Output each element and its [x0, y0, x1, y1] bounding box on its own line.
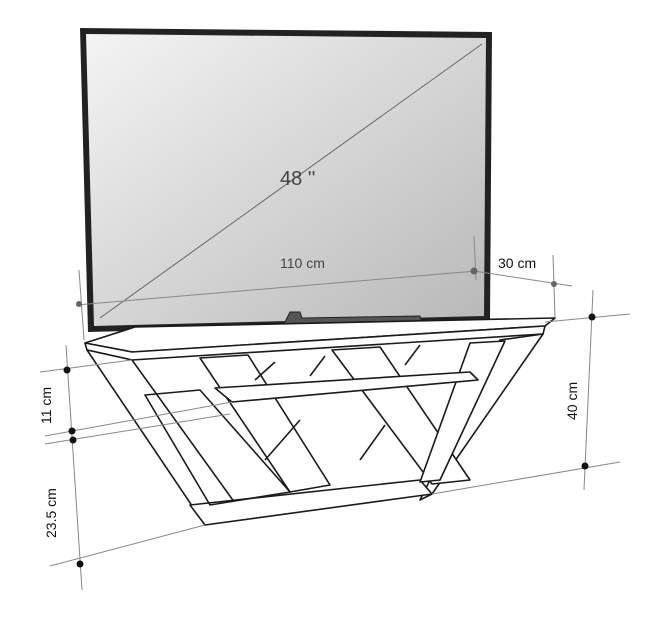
dimension-dot	[551, 281, 557, 287]
dimension-dot	[581, 462, 589, 470]
tv-screen	[86, 34, 486, 326]
shelf-extension-top	[39, 359, 133, 373]
unit-inner-line	[254, 361, 276, 381]
shelf-height-label: 11 cm	[38, 387, 54, 424]
screen-diagonal-line	[99, 43, 483, 319]
dimension-dot	[588, 313, 596, 321]
shelf-extension-mid	[44, 401, 233, 437]
dimension-dot	[470, 267, 478, 275]
unit-inner-line	[359, 424, 386, 461]
television	[80, 28, 492, 345]
unit-inner-line	[404, 344, 421, 366]
width-dimension-line	[75, 270, 477, 306]
unit-inner-line	[264, 419, 301, 461]
left-dimension-line	[65, 344, 83, 591]
dimension-dot	[76, 301, 82, 307]
dimension-dot	[68, 427, 76, 435]
screen-size-label: 48 ''	[280, 168, 315, 190]
height-extension-top	[544, 313, 631, 323]
dimension-dot	[63, 366, 71, 374]
depth-label: 30 cm	[498, 255, 536, 271]
height-label: 40 cm	[564, 382, 580, 420]
tv-unit	[84, 317, 556, 526]
unit-middle-shelf	[214, 371, 479, 403]
dimension-dot	[76, 560, 84, 568]
height-dimension-line	[583, 289, 594, 491]
unit-inner-back-left	[144, 389, 291, 506]
lower-height-label: 23.5 cm	[43, 488, 59, 538]
unit-inner-line	[309, 355, 326, 377]
width-label: 110 cm	[280, 255, 325, 271]
lower-extension-bottom	[49, 524, 206, 567]
height-extension-bottom	[431, 461, 621, 495]
dimension-dot	[69, 436, 77, 444]
unit-diagonal-right	[419, 340, 506, 483]
